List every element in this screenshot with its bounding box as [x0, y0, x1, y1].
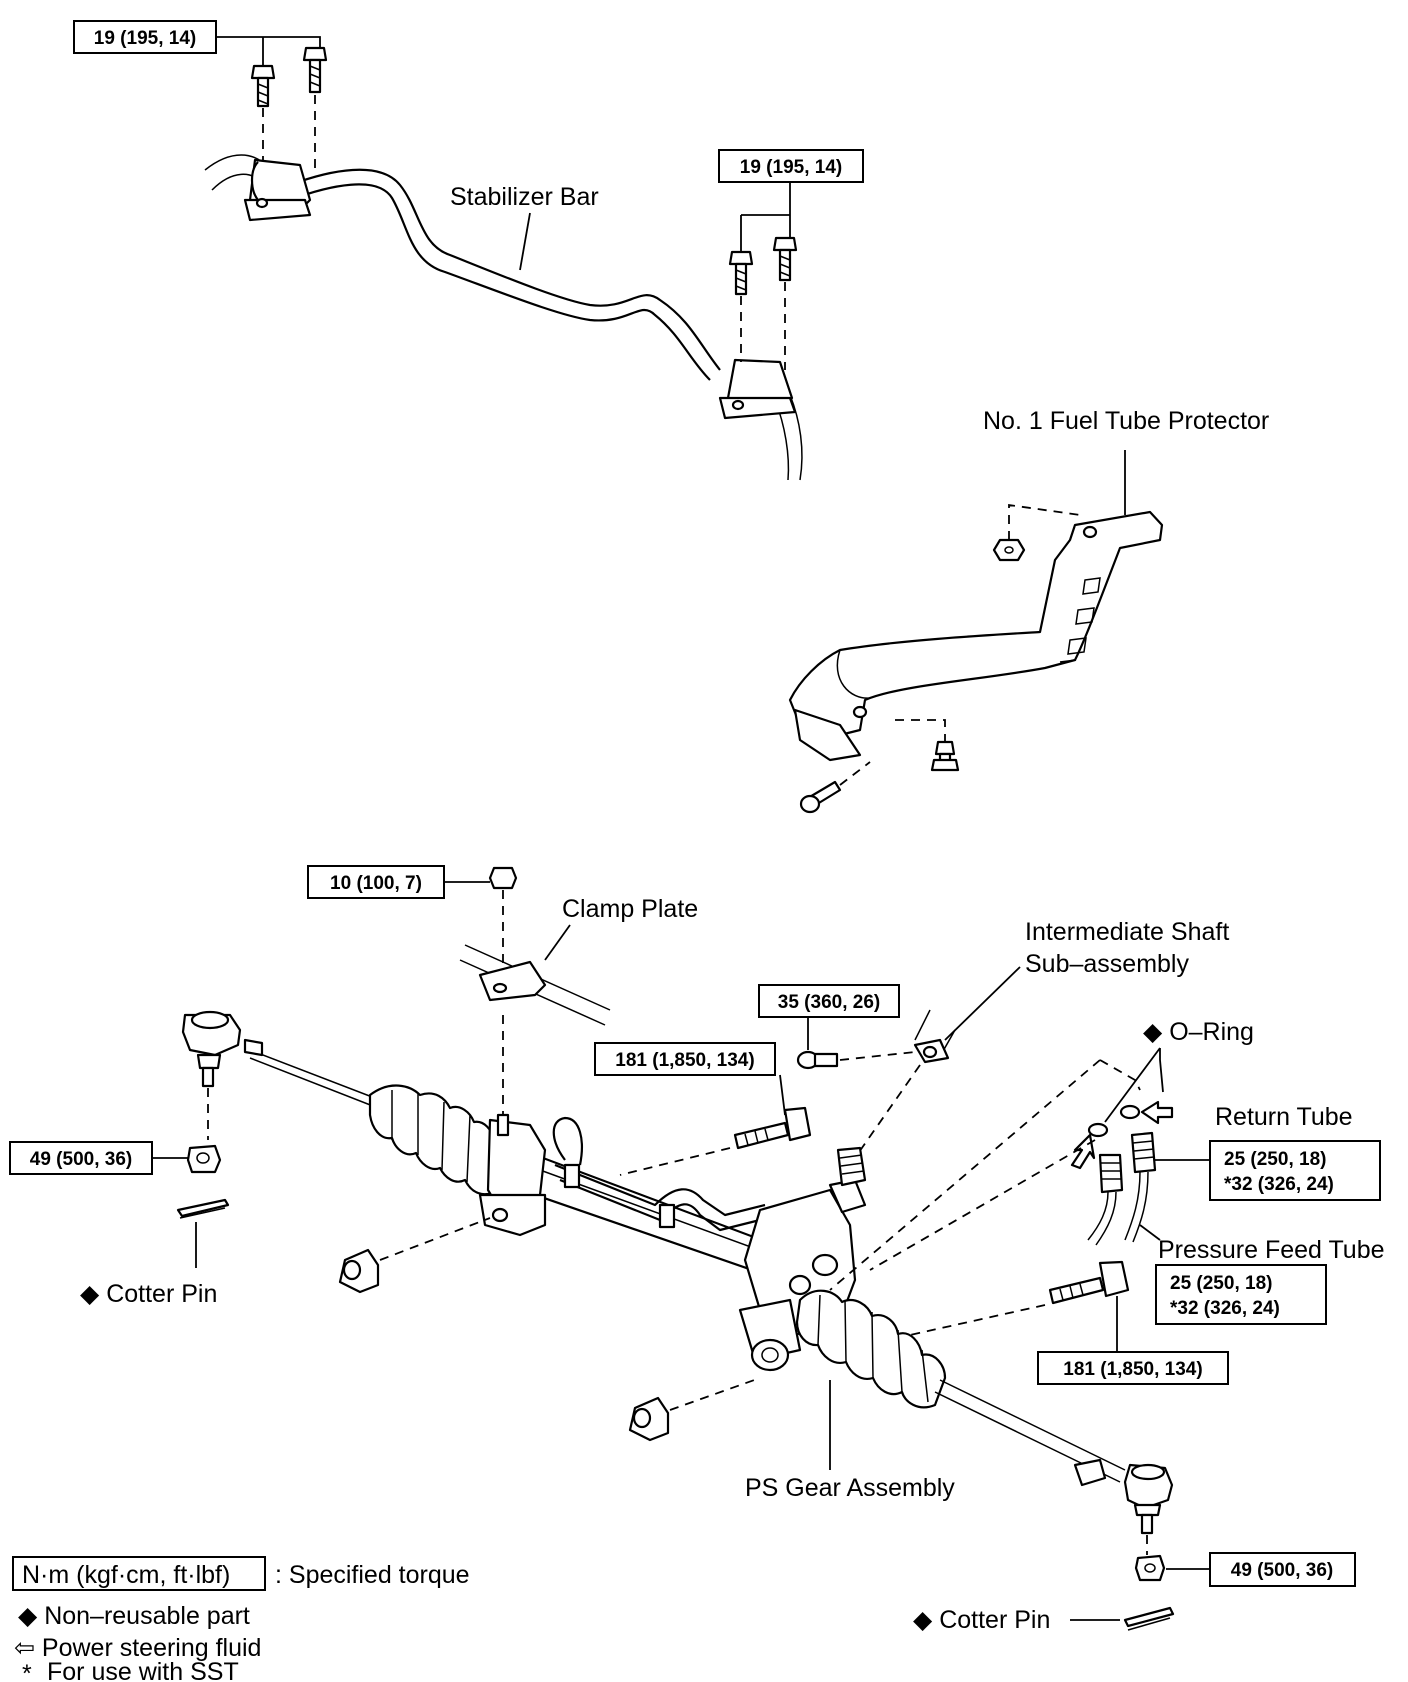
protector-bolt-2	[799, 780, 842, 814]
return-tube-fitting	[1124, 1131, 1157, 1243]
torque-stab-left: 19 (195, 14)	[94, 28, 196, 49]
clamp-nut	[488, 866, 518, 890]
legend: N·m (kgf·cm, ft·lbf) : Specified torque …	[12, 1556, 470, 1682]
gear-bolt-left	[733, 1106, 812, 1150]
label-intermediate-shaft-2: Sub–assembly	[1025, 950, 1189, 978]
protector-nut	[992, 538, 1026, 562]
legend-torque-desc: : Specified torque	[275, 1561, 470, 1589]
svg-text:◆ O–Ring: ◆ O–Ring	[1143, 1018, 1254, 1046]
label-clamp-plate: Clamp Plate	[562, 895, 698, 923]
diamond-symbol-cotter-left: ◆	[80, 1280, 100, 1308]
torque-pressure-tube-b: *32 (326, 24)	[1170, 1298, 1280, 1319]
label-pressure-feed-tube: Pressure Feed Tube	[1158, 1236, 1385, 1264]
stabilizer-bolt-right-1	[728, 250, 754, 296]
torque-box-shaft-bolt: 35 (360, 26)	[758, 984, 900, 1018]
legend-sst: For use with SST	[47, 1658, 239, 1682]
torque-return-tube-a: 25 (250, 18)	[1224, 1149, 1326, 1170]
legend-ps-fluid: Power steering fluid	[42, 1634, 262, 1662]
svg-text:◆ Cotter Pin: ◆ Cotter Pin	[913, 1606, 1050, 1634]
torque-box-return-tube: 25 (250, 18) *32 (326, 24)	[1209, 1140, 1381, 1201]
tie-rod-nut-left	[186, 1144, 222, 1174]
torque-box-stab-right: 19 (195, 14)	[718, 149, 864, 183]
torque-return-tube-b: *32 (326, 24)	[1224, 1174, 1334, 1195]
o-ring-2	[1119, 1104, 1141, 1120]
torque-box-tie-rod-right: 49 (500, 36)	[1209, 1552, 1356, 1587]
cotter-pin-left	[176, 1198, 230, 1219]
stabilizer-bracket-left	[243, 158, 312, 222]
diamond-symbol-o-ring: ◆	[1143, 1018, 1163, 1046]
intermediate-shaft-joint	[913, 1009, 956, 1064]
legend-diamond-symbol: ◆	[18, 1602, 38, 1630]
pressure-feed-tube-fitting	[1087, 1153, 1124, 1246]
torque-box-gear-bolt-left: 181 (1,850, 134)	[594, 1042, 776, 1076]
svg-text:◆ Non–reusable part: ◆ Non–reusable part	[18, 1602, 250, 1630]
torque-stab-right: 19 (195, 14)	[740, 157, 842, 178]
svg-text:⇦ Power steering fluid: ⇦ Power steering fluid	[14, 1634, 261, 1662]
label-intermediate-shaft-1: Intermediate Shaft	[1025, 918, 1229, 946]
torque-box-pressure-feed-tube: 25 (250, 18) *32 (326, 24)	[1155, 1264, 1327, 1325]
diamond-symbol-cotter-right: ◆	[913, 1606, 933, 1634]
legend-non-reusable: Non–reusable part	[44, 1602, 250, 1630]
label-stabilizer-bar: Stabilizer Bar	[450, 183, 599, 211]
shaft-bolt	[796, 1050, 839, 1070]
stabilizer-bolt-right-2	[772, 236, 798, 282]
label-o-ring: O–Ring	[1169, 1018, 1254, 1046]
torque-box-gear-bolt-right: 181 (1,850, 134)	[1037, 1351, 1229, 1385]
legend-torque-unit: N·m (kgf·cm, ft·lbf)	[22, 1561, 230, 1589]
label-cotter-pin-right: Cotter Pin	[939, 1606, 1050, 1634]
label-return-tube: Return Tube	[1215, 1103, 1353, 1131]
tie-rod-nut-right	[1134, 1554, 1166, 1582]
stabilizer-bolt-left-1	[250, 64, 276, 108]
torque-tie-rod-right: 49 (500, 36)	[1231, 1560, 1333, 1581]
stabilizer-bolt-left-2	[302, 46, 328, 94]
torque-clamp-nut: 10 (100, 7)	[330, 873, 422, 894]
mount-cushion-left	[338, 1248, 380, 1294]
torque-box-clamp-nut: 10 (100, 7)	[307, 865, 445, 899]
torque-gear-bolt-right: 181 (1,850, 134)	[1063, 1359, 1202, 1380]
torque-pressure-tube-a: 25 (250, 18)	[1170, 1273, 1272, 1294]
protector-bolt-1	[930, 740, 960, 772]
legend-arrow-icon: ⇦	[14, 1634, 35, 1662]
svg-text:◆ Cotter Pin: ◆ Cotter Pin	[80, 1280, 217, 1308]
fuel-tube-protector	[788, 510, 1164, 762]
clamp-plate	[459, 944, 611, 1026]
torque-box-stab-left: 19 (195, 14)	[73, 20, 217, 54]
torque-box-tie-rod-left: 49 (500, 36)	[9, 1141, 153, 1175]
torque-shaft-bolt: 35 (360, 26)	[778, 992, 880, 1013]
mount-cushion-right	[628, 1396, 670, 1442]
torque-gear-bolt-left: 181 (1,850, 134)	[615, 1050, 754, 1071]
gear-bolt-right	[1048, 1260, 1130, 1305]
torque-tie-rod-left: 49 (500, 36)	[30, 1149, 132, 1170]
legend-sst-mark: *	[22, 1660, 32, 1682]
label-cotter-pin-left: Cotter Pin	[106, 1280, 217, 1308]
stabilizer-bracket-right	[718, 358, 797, 420]
ps-gear-assembly	[181, 1010, 1174, 1535]
fluid-arrow-2-icon	[1140, 1100, 1174, 1125]
o-ring-1	[1087, 1122, 1109, 1138]
label-fuel-tube-protector: No. 1 Fuel Tube Protector	[983, 407, 1269, 435]
label-ps-gear-assembly: PS Gear Assembly	[745, 1474, 955, 1502]
cotter-pin-right	[1123, 1606, 1175, 1631]
